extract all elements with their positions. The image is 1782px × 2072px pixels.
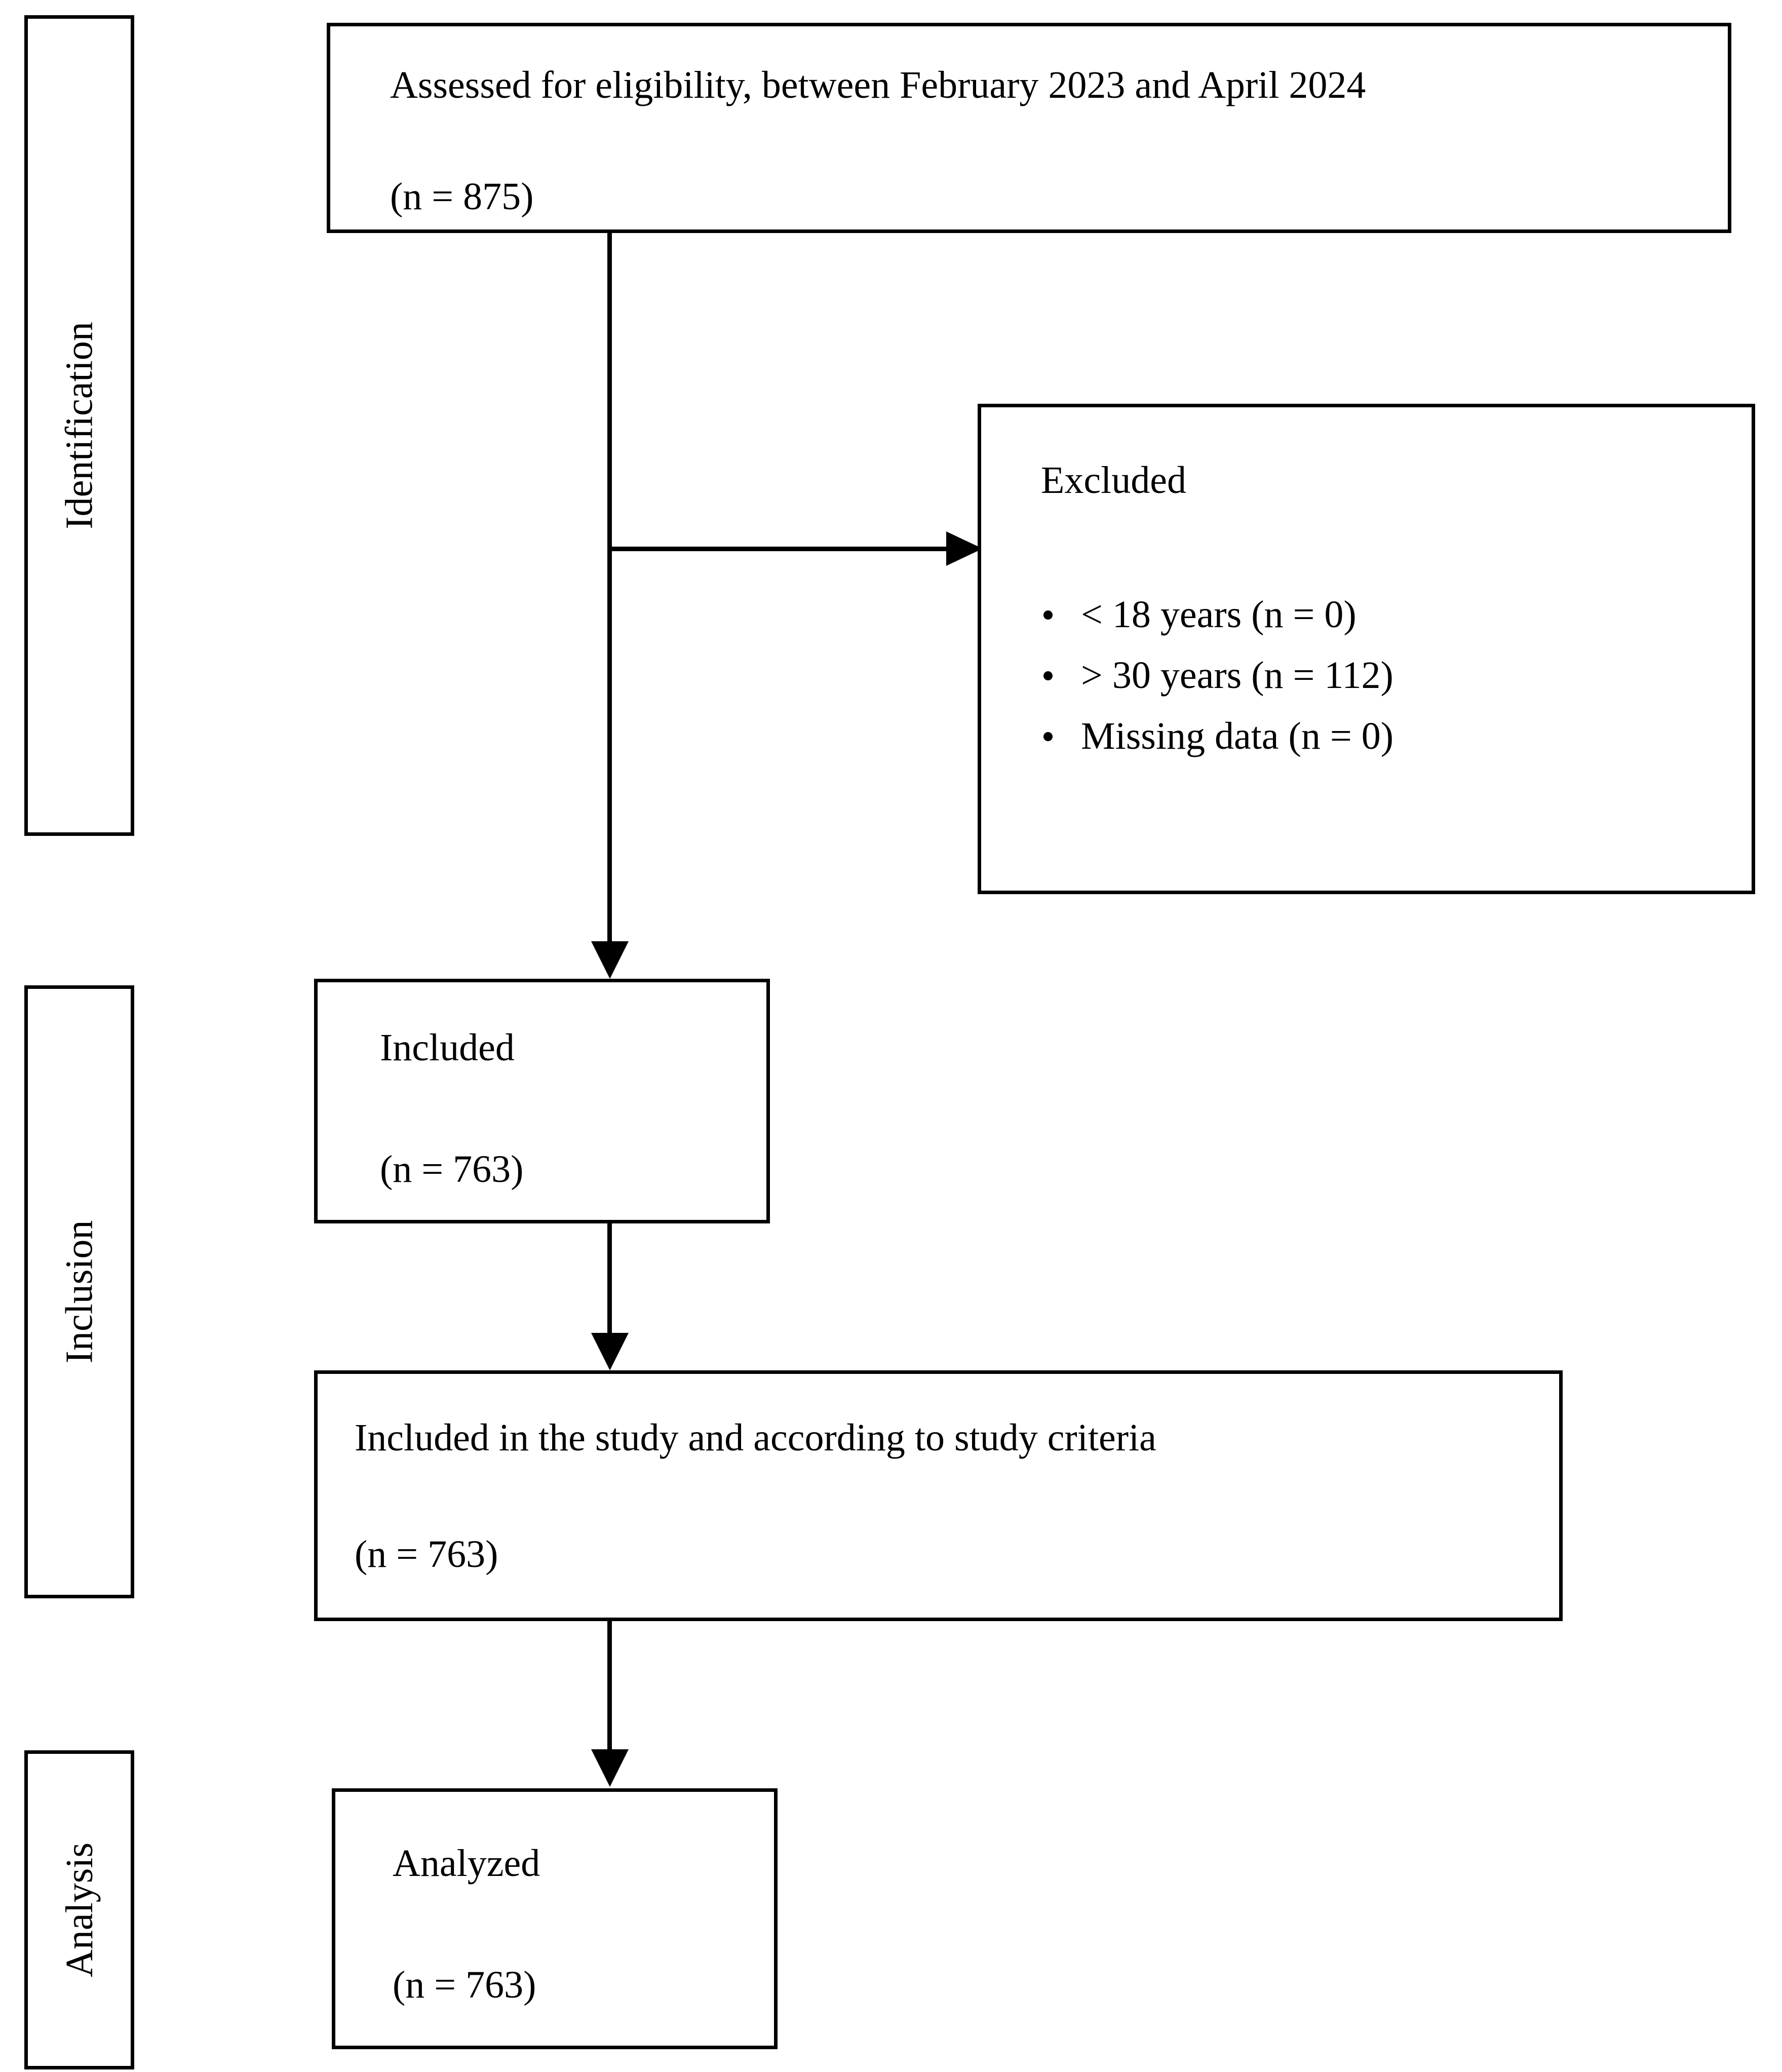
- excluded-reason-text: > 30 years (n = 112): [1081, 654, 1393, 697]
- connector-included-to-study: [607, 1223, 612, 1334]
- excluded-reason-list: < 18 years (n = 0) > 30 years (n = 112) …: [1028, 595, 1393, 778]
- excluded-heading: Excluded: [1041, 459, 1187, 502]
- excluded-reason-text: Missing data (n = 0): [1081, 715, 1394, 757]
- connector-assessed-to-excluded: [607, 547, 948, 551]
- bullet-dot-icon: [1043, 732, 1053, 741]
- connector-assessed-to-included: [607, 233, 612, 942]
- box-analyzed: [332, 1788, 778, 2049]
- list-item: Missing data (n = 0): [1028, 717, 1393, 755]
- bullet-dot-icon: [1043, 671, 1053, 680]
- box-included: [314, 979, 770, 1223]
- stage-label-identification: Identification: [24, 15, 134, 836]
- included-study-line2: (n = 763): [355, 1533, 498, 1576]
- connector-study-to-analyzed: [607, 1621, 612, 1750]
- stage-label-analysis: Analysis: [24, 1750, 134, 2069]
- box-included-in-study: [314, 1370, 1563, 1621]
- box-excluded: [978, 404, 1755, 894]
- analyzed-line1: Analyzed: [393, 1842, 540, 1885]
- bullet-dot-icon: [1043, 610, 1053, 620]
- stage-label-identification-text: Identification: [58, 322, 101, 529]
- arrowhead-included-to-study: [591, 1333, 629, 1370]
- stage-label-inclusion: Inclusion: [24, 985, 134, 1598]
- stage-label-analysis-text: Analysis: [58, 1843, 101, 1977]
- arrowhead-assessed-to-excluded: [946, 531, 983, 566]
- box-assessed-for-eligibility: [327, 23, 1731, 233]
- assessed-line1: Assessed for eligibility, between Februa…: [390, 64, 1366, 106]
- included-study-line1: Included in the study and according to s…: [355, 1416, 1156, 1459]
- assessed-line2: (n = 875): [390, 175, 534, 218]
- included-line1: Included: [380, 1026, 515, 1069]
- list-item: > 30 years (n = 112): [1028, 656, 1393, 695]
- analyzed-line2: (n = 763): [393, 1964, 536, 2006]
- stage-label-inclusion-text: Inclusion: [58, 1220, 101, 1364]
- list-item: < 18 years (n = 0): [1028, 595, 1393, 634]
- excluded-reason-text: < 18 years (n = 0): [1081, 593, 1357, 636]
- arrowhead-study-to-analyzed: [591, 1749, 629, 1787]
- arrowhead-assessed-to-included: [591, 941, 629, 979]
- included-line2: (n = 763): [380, 1148, 524, 1191]
